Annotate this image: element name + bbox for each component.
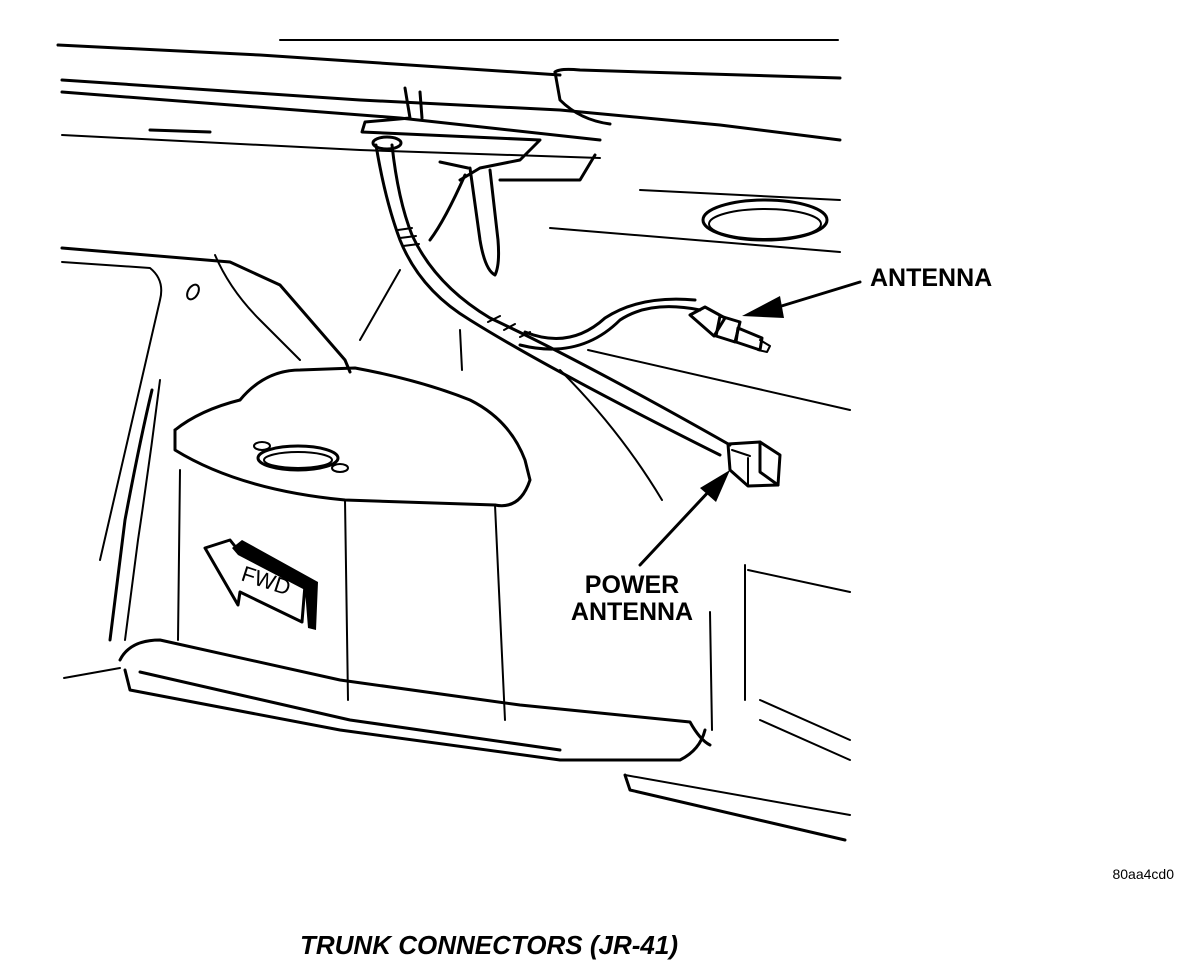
antenna-leader: [742, 280, 862, 318]
power-antenna-leader: [638, 470, 730, 567]
power-antenna-label-line2: ANTENNA: [570, 598, 694, 626]
side-panel-lines: [60, 246, 463, 642]
antenna-harness: [371, 135, 732, 457]
antenna-callout: ANTENNA: [870, 265, 992, 292]
wheelhouse: [173, 366, 663, 721]
trunk-floor: [63, 349, 851, 842]
fwd-arrow: FWD: [203, 538, 318, 630]
mounting-bracket: [148, 86, 597, 277]
figure-caption: TRUNK CONNECTORS (JR-41): [300, 930, 678, 960]
power-antenna-connector: [726, 440, 782, 488]
figure-id: 80aa4cd0: [1112, 866, 1174, 882]
power-antenna-callout: POWER ANTENNA: [552, 572, 712, 626]
antenna-connector: [688, 305, 771, 353]
package-tray-lines: [56, 39, 842, 253]
power-antenna-label-line1: POWER: [584, 571, 680, 599]
antenna-label: ANTENNA: [870, 264, 993, 292]
